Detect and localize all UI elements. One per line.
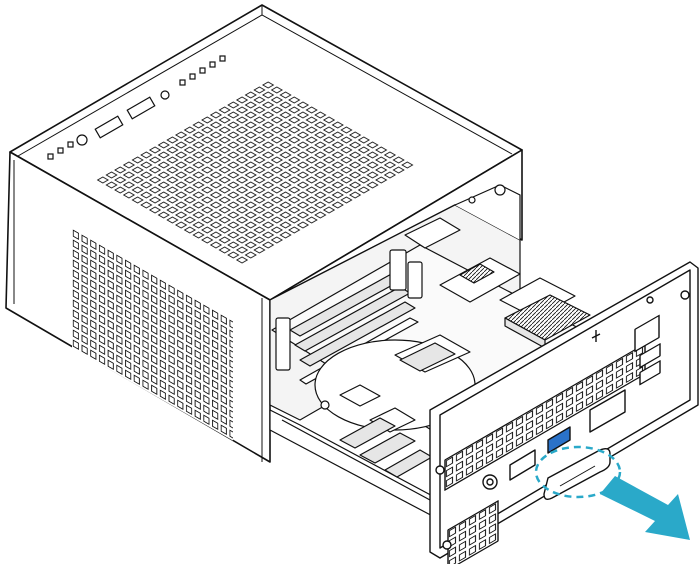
grip-callout-icon bbox=[534, 445, 622, 499]
side-vent-grid bbox=[72, 228, 233, 441]
led-indicator bbox=[160, 90, 170, 100]
usb-port-1 bbox=[94, 115, 124, 139]
usb-stack-2 bbox=[639, 360, 661, 386]
pull-arrow-icon bbox=[600, 476, 690, 540]
hdmi-port bbox=[547, 426, 571, 454]
top-front-vents bbox=[47, 55, 226, 160]
panel-screws bbox=[435, 290, 690, 550]
ram-clips bbox=[275, 249, 423, 371]
usb-stack-1 bbox=[639, 343, 661, 369]
usb-port-2 bbox=[126, 96, 156, 120]
displayport-port bbox=[509, 449, 536, 481]
power-button bbox=[76, 134, 88, 146]
board-components bbox=[404, 217, 576, 319]
vga-port bbox=[589, 389, 626, 433]
front-panel-features bbox=[47, 55, 226, 160]
pull-grip[interactable] bbox=[543, 447, 611, 501]
ethernet-port bbox=[634, 314, 660, 353]
io-ports bbox=[482, 314, 661, 490]
rear-io-panel bbox=[429, 261, 699, 564]
lower-connectors bbox=[339, 417, 433, 478]
top-vent-grid bbox=[95, 80, 417, 265]
cpu-heatsink bbox=[504, 294, 591, 349]
screw-plus-icon bbox=[591, 330, 601, 342]
